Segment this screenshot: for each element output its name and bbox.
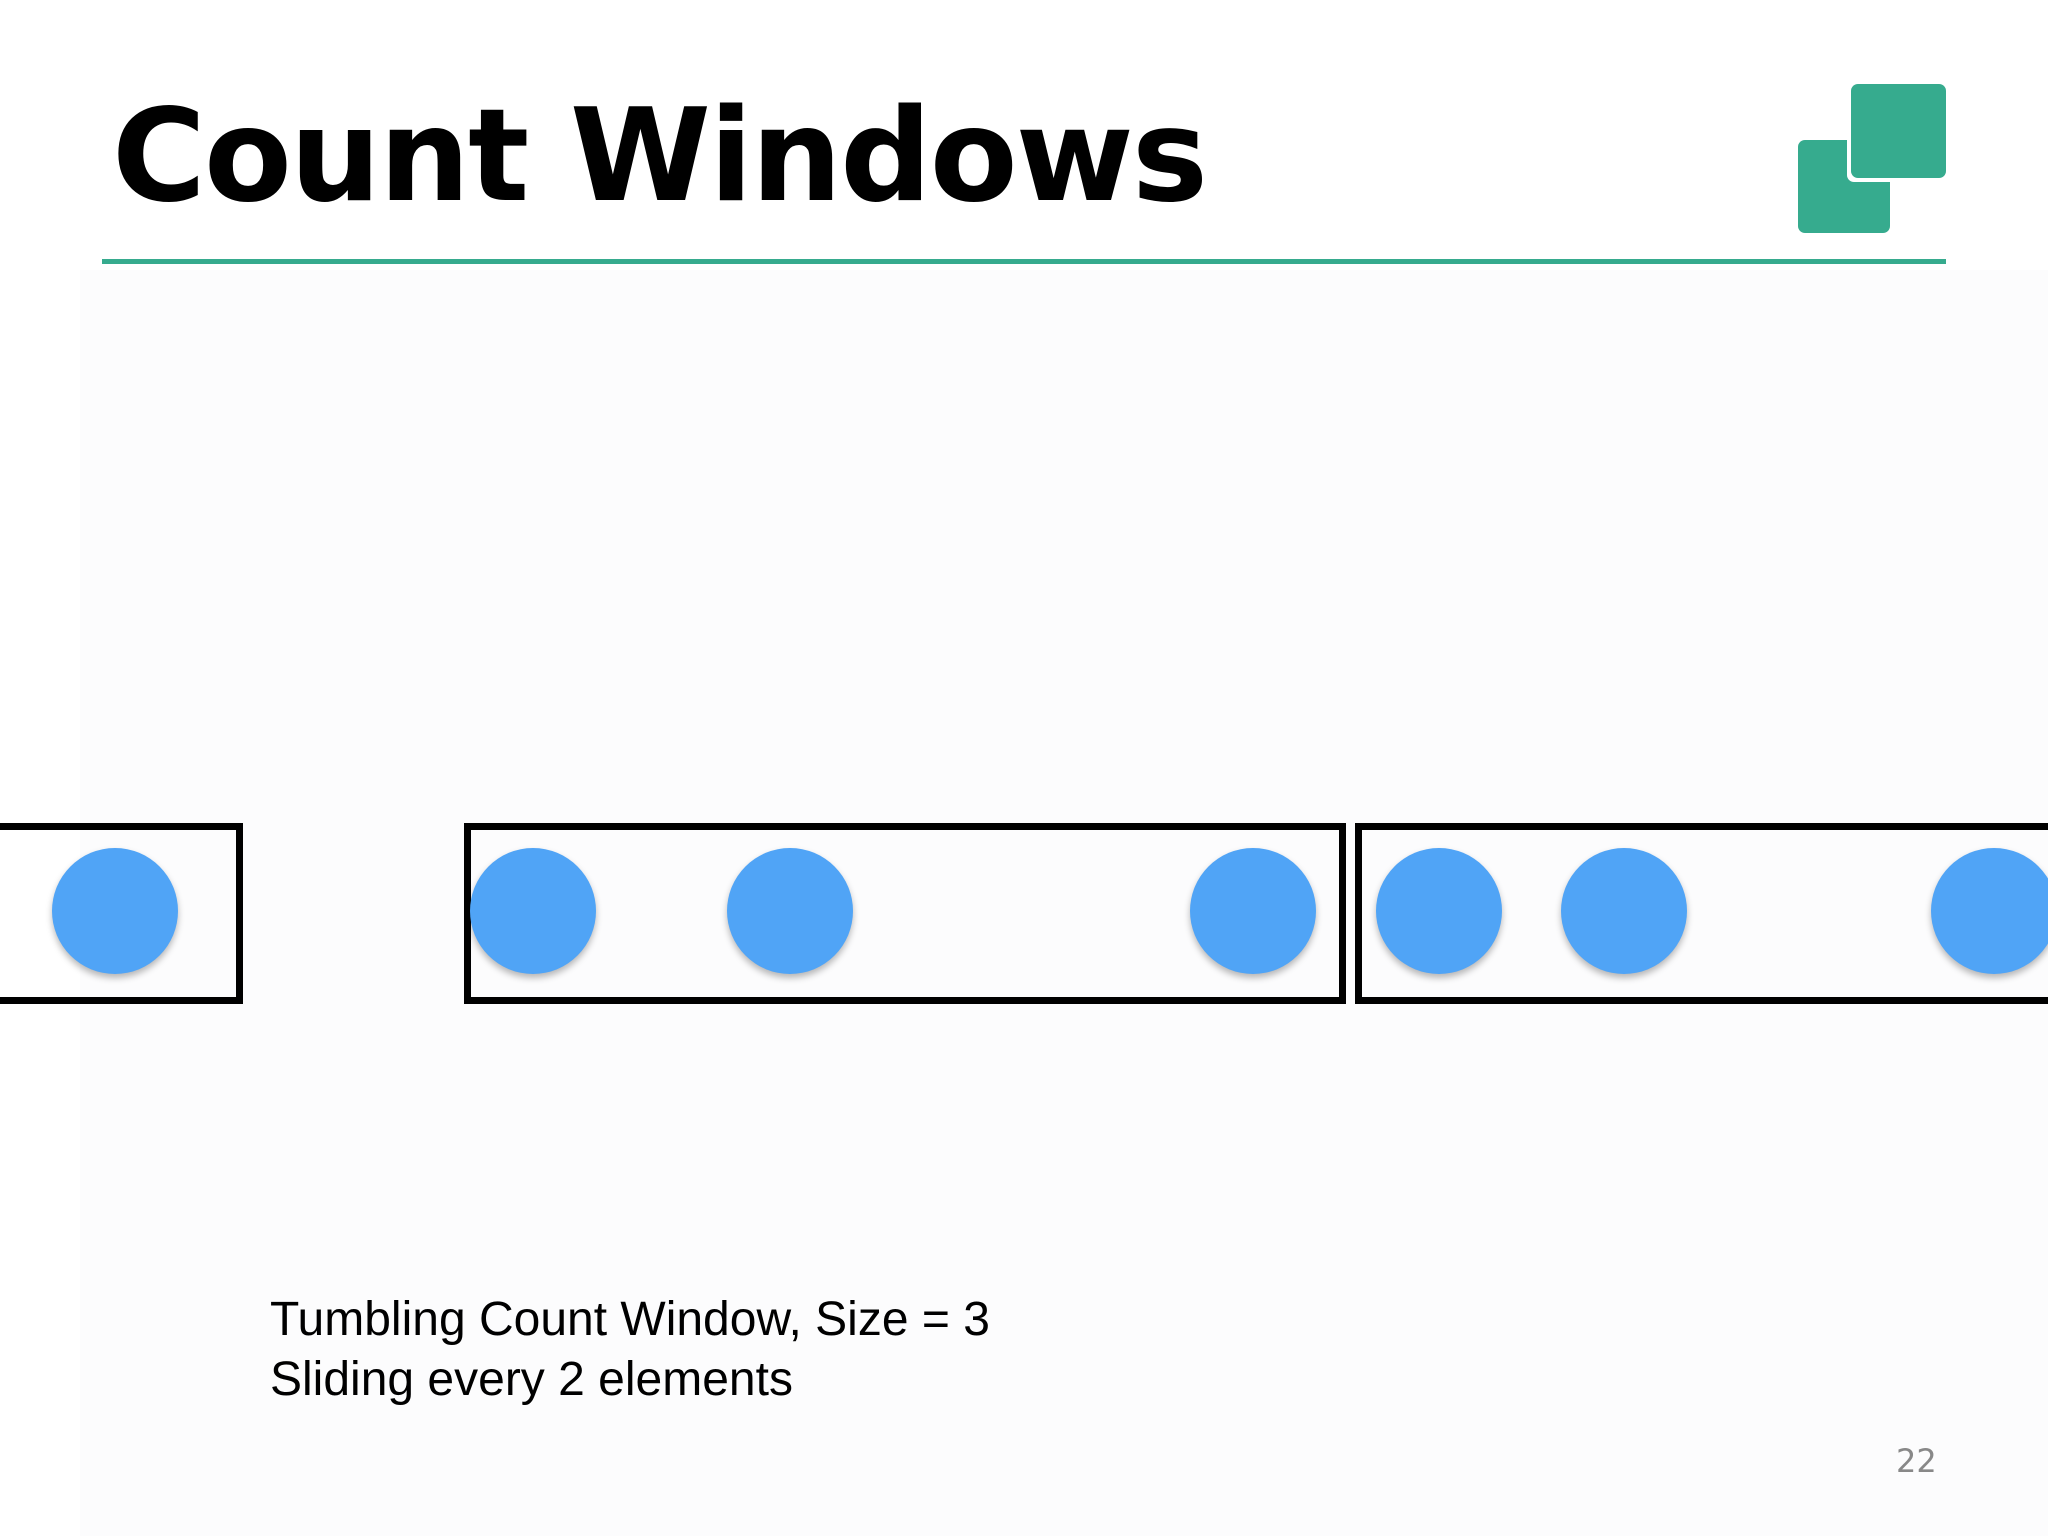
- title-divider: [102, 259, 1946, 264]
- window-2: [464, 823, 1346, 1004]
- window-3: [1355, 823, 2048, 1004]
- stream-element: [52, 848, 178, 974]
- slide-background: [80, 270, 2048, 1536]
- slide-number: 22: [1896, 1442, 1937, 1480]
- slide-title: Count Windows: [112, 82, 1208, 231]
- logo-icon-front-square: [1851, 84, 1946, 178]
- stream-element: [1931, 848, 2048, 974]
- stream-element: [727, 848, 853, 974]
- diagram-caption: Tumbling Count Window, Size = 3 Sliding …: [270, 1290, 990, 1410]
- stream-element: [1190, 848, 1316, 974]
- stream-element: [1561, 848, 1687, 974]
- window-1: [0, 823, 243, 1004]
- caption-line-2: Sliding every 2 elements: [270, 1353, 793, 1406]
- caption-line-1: Tumbling Count Window, Size = 3: [270, 1293, 990, 1346]
- stream-element: [1376, 848, 1502, 974]
- stream-element: [470, 848, 596, 974]
